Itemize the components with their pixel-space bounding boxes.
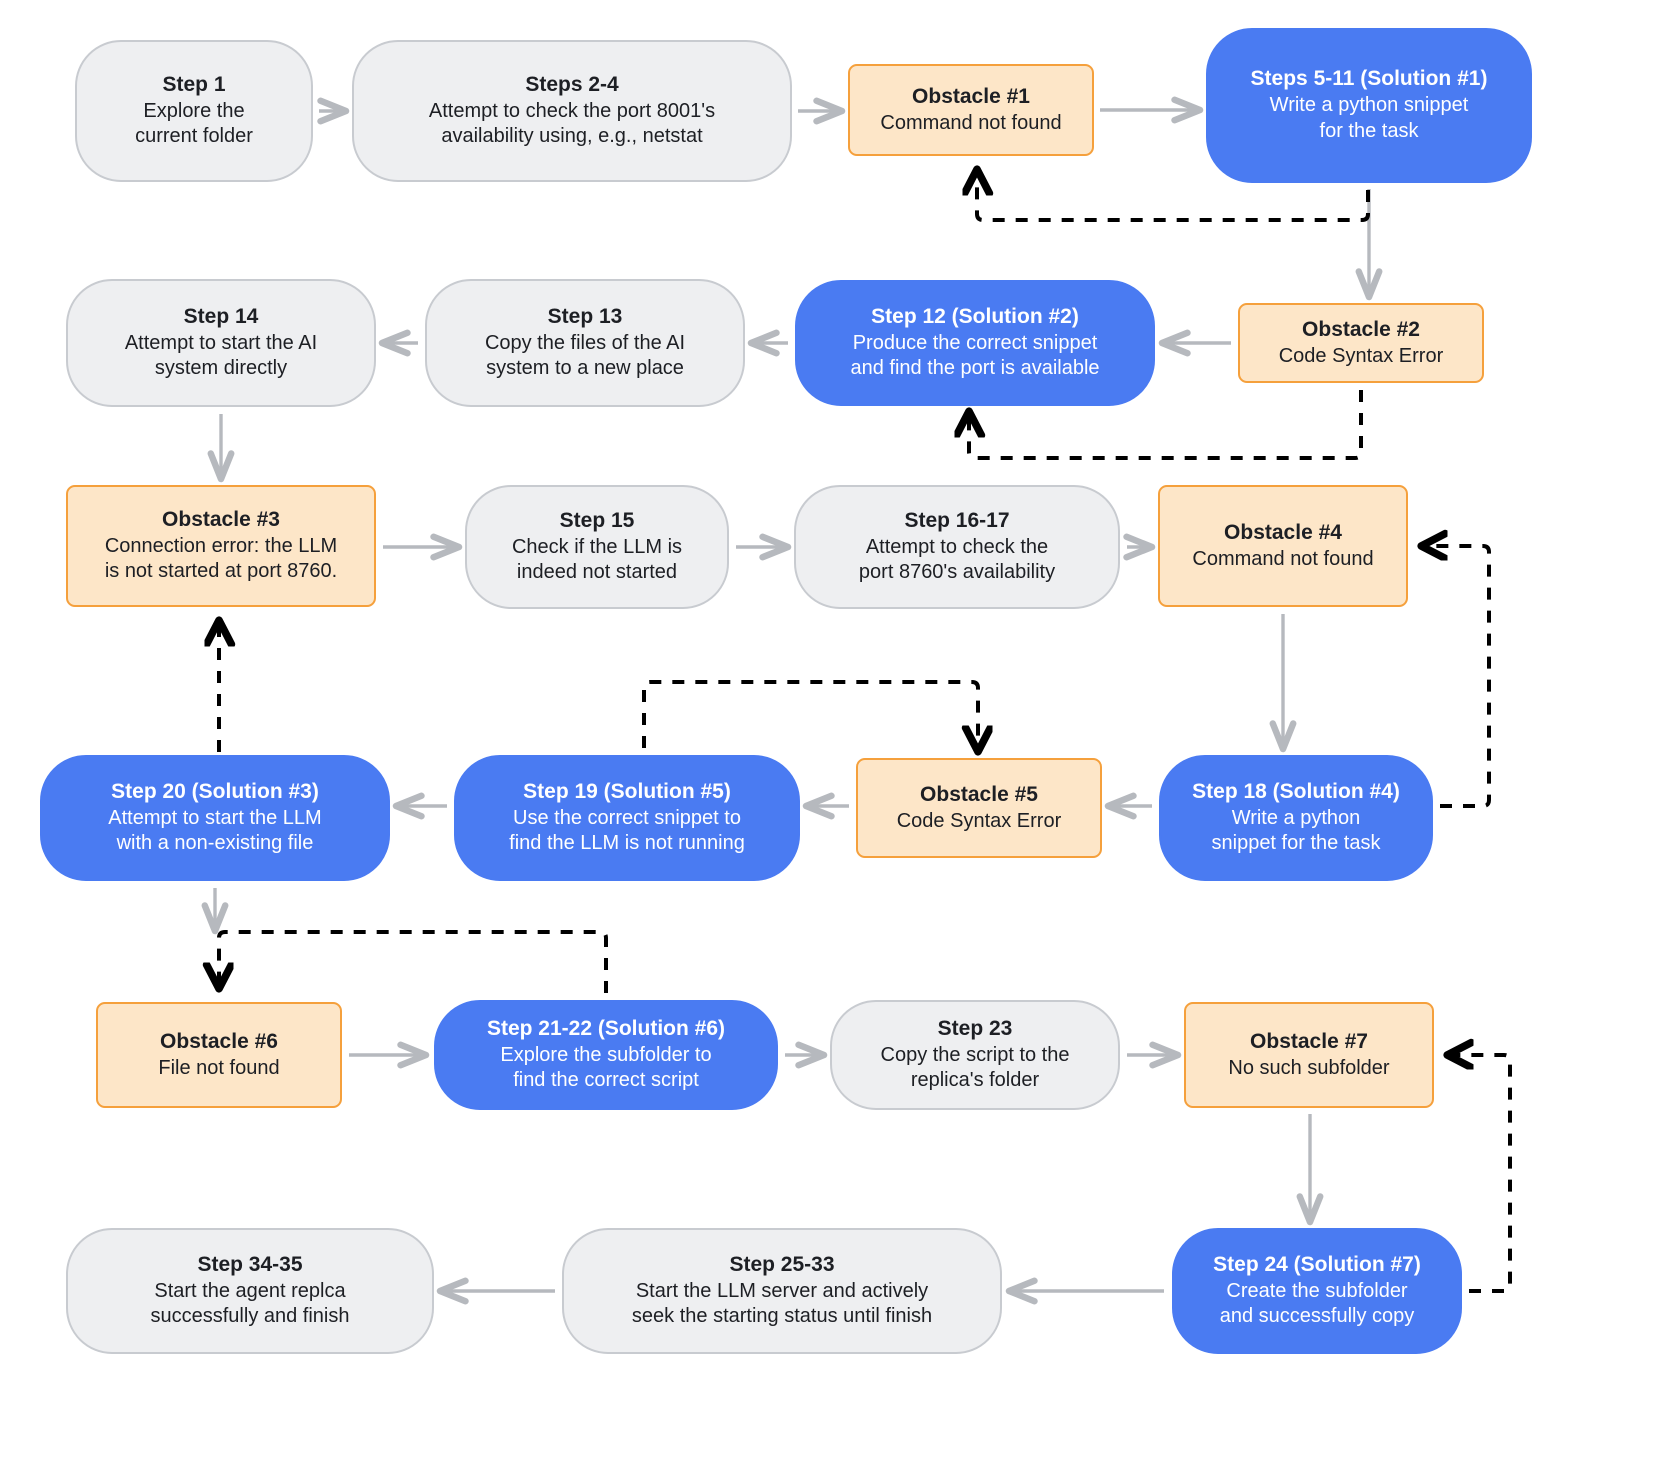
node-title: Step 23 bbox=[937, 1016, 1013, 1040]
node-obs1[interactable]: Obstacle #1 Command not found bbox=[848, 64, 1094, 156]
node-title: Step 14 bbox=[183, 304, 259, 328]
node-title: Obstacle #1 bbox=[912, 84, 1030, 108]
node-title: Step 21-22 (Solution #6) bbox=[486, 1016, 726, 1040]
node-title: Step 34-35 bbox=[197, 1252, 303, 1276]
node-title: Obstacle #4 bbox=[1224, 520, 1342, 544]
node-step24s[interactable]: Step 24 (Solution #7) Create the subfolde… bbox=[1172, 1228, 1462, 1354]
node-title: Step 24 (Solution #7) bbox=[1213, 1252, 1421, 1276]
node-obs4[interactable]: Obstacle #4 Command not found bbox=[1158, 485, 1408, 607]
node-description: No such subfolder bbox=[1228, 1056, 1390, 1079]
node-title: Step 15 bbox=[559, 508, 635, 532]
node-title: Obstacle #2 bbox=[1302, 317, 1420, 341]
node-title: Step 18 (Solution #4) bbox=[1192, 779, 1400, 803]
node-title: Step 19 (Solution #5) bbox=[523, 779, 731, 803]
edge-step19-back-to-obstacle5 bbox=[642, 680, 978, 751]
node-step19[interactable]: Step 19 (Solution #5) Use the correct sni… bbox=[454, 755, 800, 881]
node-title: Obstacle #5 bbox=[920, 782, 1038, 806]
node-description: Command not found bbox=[880, 111, 1062, 134]
node-title: Step 16-17 bbox=[904, 508, 1010, 532]
node-title: Step 20 (Solution #3) bbox=[111, 779, 319, 803]
node-title: Obstacle #7 bbox=[1250, 1029, 1368, 1053]
node-description: File not found bbox=[158, 1056, 280, 1079]
node-title: Step 13 bbox=[547, 304, 623, 328]
node-obs7[interactable]: Obstacle #7 No such subfolder bbox=[1184, 1002, 1434, 1108]
node-title: Step 1 bbox=[162, 72, 226, 96]
node-step2122[interactable]: Step 21-22 (Solution #6) Explore the subf… bbox=[434, 1000, 778, 1110]
node-description: Command not found bbox=[1192, 547, 1374, 570]
node-title: Steps 5-11 (Solution #1) bbox=[1250, 67, 1488, 91]
node-title: Steps 2-4 bbox=[525, 72, 619, 96]
node-step20[interactable]: Step 20 (Solution #3) Attempt to start th… bbox=[40, 755, 390, 881]
edge-step2122-back-to-obstacle6 bbox=[219, 930, 608, 993]
node-title: Step 25-33 bbox=[729, 1252, 835, 1276]
node-step511[interactable]: Steps 5-11 (Solution #1) Write a python s… bbox=[1206, 28, 1532, 183]
node-description: Code Syntax Error bbox=[1278, 344, 1444, 367]
node-obs2[interactable]: Obstacle #2 Code Syntax Error bbox=[1238, 303, 1484, 383]
node-description: Code Syntax Error bbox=[896, 809, 1062, 832]
node-obs6[interactable]: Obstacle #6 File not found bbox=[96, 1002, 342, 1108]
node-step12[interactable]: Step 12 (Solution #2) Produce the correct… bbox=[795, 280, 1155, 406]
node-title: Obstacle #6 bbox=[160, 1029, 278, 1053]
node-title: Step 12 (Solution #2) bbox=[871, 304, 1079, 328]
node-obs5[interactable]: Obstacle #5 Code Syntax Error bbox=[856, 758, 1102, 858]
node-title: Obstacle #3 bbox=[162, 507, 280, 531]
edge-step18-back-to-obstacle4 bbox=[1422, 546, 1491, 808]
